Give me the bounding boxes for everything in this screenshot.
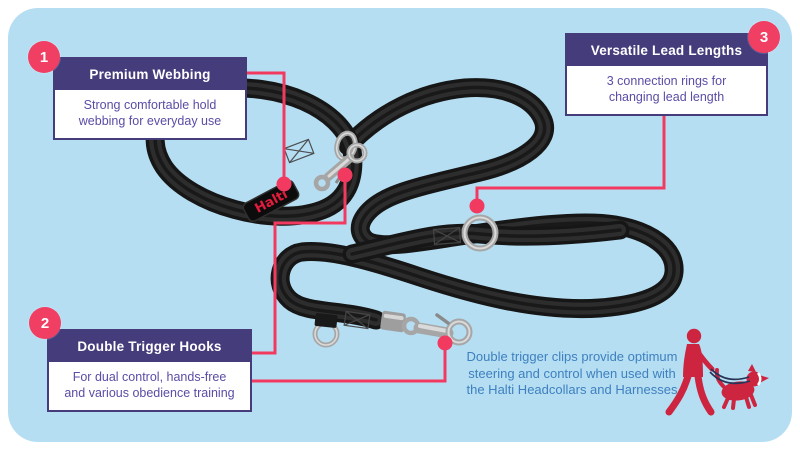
connection-ring-icon <box>312 313 340 348</box>
note-line: Double trigger clips provide optimum <box>466 349 678 364</box>
trigger-hook-icon <box>380 310 473 346</box>
stitching-marks <box>283 138 462 330</box>
callout-description: 3 connection rings for changing lead len… <box>567 66 766 114</box>
description-line: For dual control, hands-free <box>72 370 227 384</box>
callout-title: Versatile Lead Lengths <box>567 35 766 66</box>
note-line: the Halti Headcollars and Harnesses <box>466 382 678 397</box>
connector-dot <box>469 198 485 214</box>
silhouette-leash <box>709 368 751 385</box>
usage-note: Double trigger clips provide optimum ste… <box>457 349 687 399</box>
callout-versatile-lead-lengths: Versatile Lead Lengths 3 connection ring… <box>565 33 768 116</box>
callout-number-badge: 3 <box>748 21 780 53</box>
callout-description: For dual control, hands-free and various… <box>49 362 250 410</box>
callout-title: Premium Webbing <box>55 59 245 90</box>
callout-premium-webbing: Premium Webbing Strong comfortable hold … <box>53 57 247 140</box>
callout-number-badge: 2 <box>29 307 61 339</box>
callout-description: Strong comfortable hold webbing for ever… <box>55 90 245 138</box>
description-line: Strong comfortable hold <box>83 98 217 112</box>
trigger-hook-icon <box>313 142 368 192</box>
callout-title: Double Trigger Hooks <box>49 331 250 362</box>
description-line: changing lead length <box>608 90 725 104</box>
person-walking-dog-icon <box>665 328 769 416</box>
connector-line <box>247 71 286 184</box>
description-line: and various obedience training <box>64 386 235 400</box>
connector-dot <box>276 176 292 192</box>
connector-lines <box>247 71 666 383</box>
connector-line <box>252 176 347 355</box>
connector-line <box>249 344 447 383</box>
connection-ring-icon <box>461 214 499 252</box>
connector-dot <box>337 167 353 183</box>
note-line: steering and control when used with <box>468 365 676 381</box>
callout-double-trigger-hooks: Double Trigger Hooks For dual control, h… <box>47 329 252 412</box>
description-line: webbing for everyday use <box>78 114 222 128</box>
description-line: 3 connection rings for <box>606 74 727 88</box>
connector-line <box>475 115 666 206</box>
connector-dot <box>437 335 453 351</box>
dog-icon <box>714 364 769 410</box>
callout-number-badge: 1 <box>28 41 60 73</box>
